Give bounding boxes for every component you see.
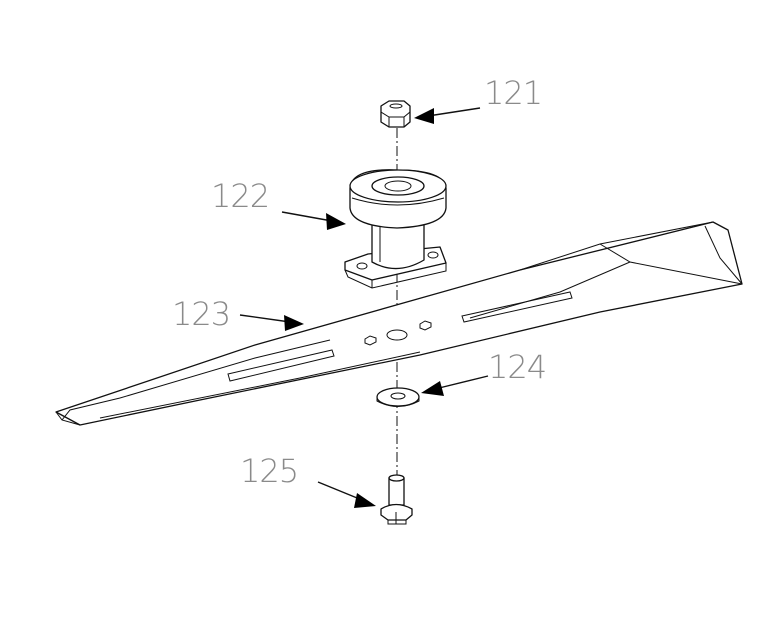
washer [376,387,420,407]
leader-124 [421,375,489,396]
callout-122: 122 [211,177,269,215]
callout-121: 121 [484,74,542,112]
mower-blade [55,221,743,426]
leader-123 [239,314,304,331]
flange-bolt [380,474,413,525]
leader-125 [317,481,376,508]
callout-123: 123 [172,295,230,333]
blade-adapter-hub [344,169,447,289]
hex-nut [380,100,411,128]
leader-121 [414,107,481,124]
leader-122 [281,211,346,230]
callout-125: 125 [240,452,298,490]
callout-124: 124 [488,348,546,386]
